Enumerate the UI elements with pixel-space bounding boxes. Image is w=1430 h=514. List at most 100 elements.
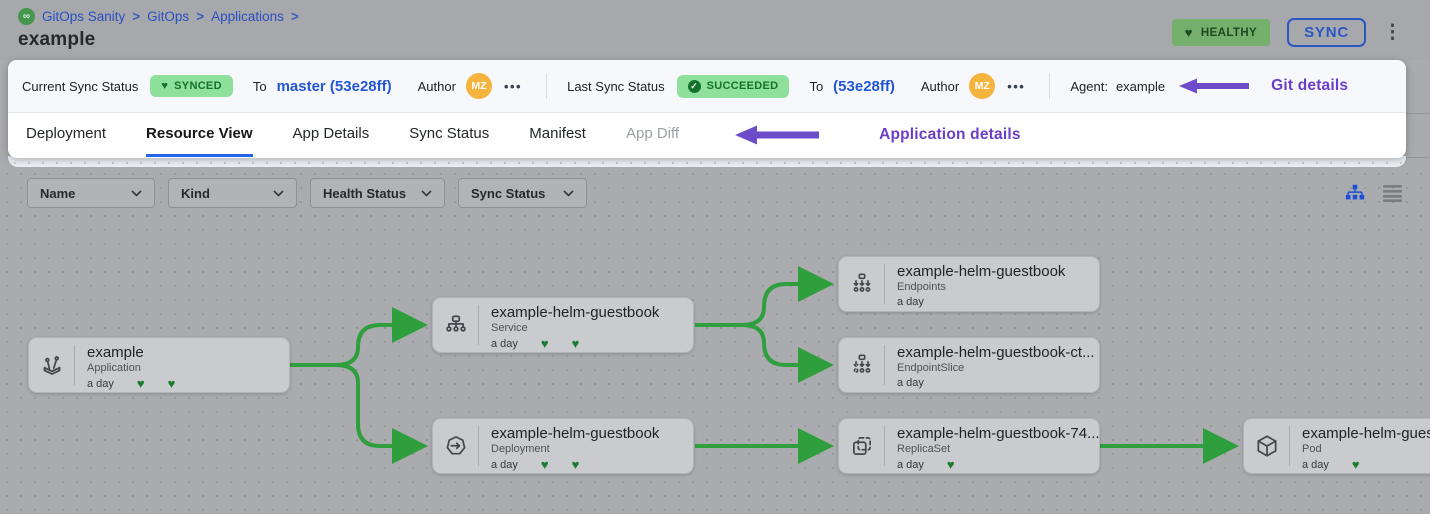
- more-options-icon[interactable]: •••: [503, 78, 523, 94]
- author-avatar: MZ: [969, 73, 996, 99]
- health-heart-icon: ♥: [571, 336, 580, 351]
- node-endpoints[interactable]: example-helm-guestbook Endpoints a day: [838, 256, 1100, 312]
- chevron-down-icon: [421, 189, 432, 197]
- name-filter-dropdown[interactable]: Name: [27, 178, 155, 208]
- check-circle-icon: ✓: [687, 79, 701, 93]
- node-deployment[interactable]: example-helm-guestbook Deployment a day …: [432, 418, 694, 474]
- synced-badge-label: SYNCED: [174, 80, 222, 92]
- tab-app-details[interactable]: App Details: [292, 125, 370, 142]
- node-kind: Service: [491, 322, 528, 334]
- sync-status-bar: Current Sync Status ♥ SYNCED To master (…: [8, 60, 1406, 113]
- node-age: a day: [491, 337, 518, 350]
- node-age: a day: [491, 458, 518, 471]
- application-icon: [29, 338, 74, 392]
- to-label: To: [252, 78, 267, 94]
- app-details-panel: Current Sync Status ♥ SYNCED To master (…: [8, 60, 1406, 158]
- breadcrumb: ∞ GitOps Sanity > GitOps > Applications …: [18, 8, 299, 51]
- breadcrumb-link-applications[interactable]: Applications: [211, 9, 284, 24]
- list-view-icon[interactable]: [1383, 184, 1402, 202]
- author-avatar: MZ: [465, 73, 492, 99]
- breadcrumb-link-gitops-sanity[interactable]: GitOps Sanity: [42, 9, 126, 24]
- more-options-icon[interactable]: •••: [1007, 78, 1026, 94]
- current-revision-link[interactable]: master (53e28ff): [276, 77, 392, 95]
- node-endpointslice[interactable]: example-helm-guestbook-ct... EndpointSli…: [838, 337, 1100, 393]
- agent-value: example: [1115, 78, 1166, 94]
- to-label: To: [809, 78, 824, 94]
- node-replicaset[interactable]: example-helm-guestbook-74... ReplicaSet …: [838, 418, 1100, 474]
- divider: [478, 426, 479, 466]
- tab-app-diff[interactable]: App Diff: [625, 125, 680, 142]
- node-age: a day: [897, 377, 924, 389]
- node-service[interactable]: example-helm-guestbook Service a day ♥ ♥: [432, 297, 694, 353]
- node-kind: ReplicaSet: [897, 443, 951, 455]
- divider: [884, 426, 885, 466]
- chevron-down-icon: [273, 189, 284, 197]
- tab-deployment[interactable]: Deployment: [26, 125, 107, 142]
- health-heart-icon: ♥: [571, 457, 580, 472]
- tab-sync-status[interactable]: Sync Status: [409, 125, 490, 142]
- author-label: Author: [920, 78, 960, 94]
- node-kind: Pod: [1302, 443, 1322, 455]
- tree-view-icon[interactable]: [1344, 182, 1366, 204]
- node-pod[interactable]: example-helm-guestbook Pod a day ♥: [1243, 418, 1430, 474]
- kind-filter-dropdown[interactable]: Kind: [168, 178, 297, 208]
- health-status-filter-dropdown[interactable]: Health Status: [310, 178, 445, 208]
- health-status-filter-label: Health Status: [323, 185, 407, 201]
- sync-button[interactable]: SYNC: [1287, 18, 1366, 47]
- node-application-example[interactable]: example Application a day ♥ ♥: [28, 337, 290, 393]
- health-heart-icon: ♥: [136, 376, 145, 391]
- divider: [884, 264, 885, 304]
- endpointslice-icon: [839, 338, 884, 392]
- health-heart-icon: ♥: [540, 336, 549, 351]
- pod-icon: [1244, 419, 1289, 473]
- succeeded-badge-label: SUCCEEDED: [706, 80, 779, 92]
- page-title: example: [18, 29, 96, 50]
- graph-edges: [290, 266, 1239, 464]
- breadcrumb-separator: >: [290, 9, 299, 24]
- node-title: example-helm-guestbook: [897, 263, 1066, 280]
- node-title: example-helm-guestbook: [1302, 425, 1430, 442]
- last-revision-link[interactable]: (53e28ff): [833, 77, 895, 95]
- kebab-menu-icon[interactable]: ⋮: [1383, 22, 1402, 43]
- gitops-logo-icon: ∞: [18, 8, 35, 25]
- edge-app-to-deployment: [290, 363, 428, 464]
- divider: [546, 73, 548, 99]
- filter-bar: Name Kind Health Status Sync Status: [27, 178, 587, 208]
- git-details-annotation: Git details: [1271, 77, 1349, 94]
- heart-icon: ♥: [1184, 25, 1193, 40]
- breadcrumb-separator: >: [132, 9, 141, 24]
- panel-edge-line: [1406, 157, 1430, 158]
- breadcrumb-separator: >: [196, 9, 205, 24]
- edge-app-to-service: [290, 307, 428, 367]
- breadcrumb-link-gitops[interactable]: GitOps: [147, 9, 190, 24]
- tab-manifest[interactable]: Manifest: [529, 125, 586, 142]
- node-age: a day: [897, 458, 924, 471]
- annotation-arrow-left-icon: [1179, 78, 1250, 94]
- divider: [478, 305, 479, 345]
- tab-resource-view[interactable]: Resource View: [146, 113, 253, 157]
- endpoints-icon: [839, 257, 884, 311]
- deployment-icon: [433, 419, 478, 473]
- health-heart-icon: ♥: [540, 457, 549, 472]
- application-details-annotation: Application details: [879, 126, 1021, 143]
- tab-bar: Deployment Resource View App Details Syn…: [8, 113, 1406, 157]
- node-age: a day: [1302, 458, 1329, 471]
- divider: [74, 345, 75, 385]
- node-title: example-helm-guestbook: [491, 304, 660, 321]
- node-title: example-helm-guestbook: [491, 425, 660, 442]
- succeeded-badge: ✓ SUCCEEDED: [676, 74, 790, 98]
- health-status-badge: ♥ HEALTHY: [1171, 19, 1271, 46]
- name-filter-label: Name: [40, 185, 76, 201]
- annotation-arrow-left-icon: [735, 125, 820, 145]
- agent-label: Agent:: [1070, 78, 1108, 94]
- replicaset-icon: [839, 419, 884, 473]
- chevron-down-icon: [131, 189, 142, 197]
- edge-service-to-endpoints: [695, 266, 834, 327]
- node-kind: EndpointSlice: [897, 362, 965, 374]
- current-sync-status-label: Current Sync Status: [22, 78, 139, 94]
- node-title: example-helm-guestbook-74...: [897, 425, 1099, 442]
- last-sync-status-label: Last Sync Status: [567, 78, 665, 94]
- sync-status-filter-dropdown[interactable]: Sync Status: [458, 178, 587, 208]
- service-icon: [433, 298, 478, 352]
